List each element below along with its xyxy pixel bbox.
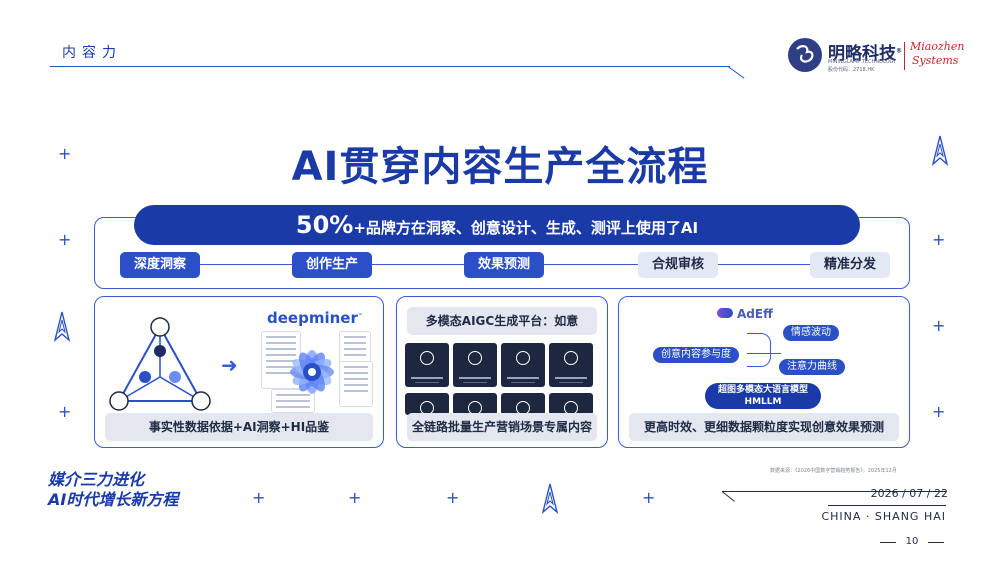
generation-caption: 全链路批量生产营销场景专属内容 [407, 413, 597, 441]
generation-tile [453, 343, 497, 387]
header-rule-tip [727, 66, 745, 79]
model-name: 超图多模态大语言模型 [717, 385, 808, 395]
insight-caption: 事实性数据依据+AI洞察+HI品鉴 [105, 413, 373, 441]
triangle-diagram [109, 317, 211, 411]
date-rule-tip [721, 491, 735, 502]
dashboard-card [271, 389, 315, 413]
generation-tile [405, 393, 449, 415]
adeff-logo: AdEff [737, 307, 773, 321]
date-rule [722, 491, 946, 492]
slogan-line2: AI时代增长新方程 [48, 490, 179, 509]
logo-en-line: MININGLAMP TECHNOLOGY [828, 59, 897, 65]
connector-line [747, 353, 781, 354]
plus-icon: + [252, 488, 266, 507]
plus-icon: + [348, 488, 362, 507]
stage-production: 创作生产 [292, 252, 372, 278]
banner-text: +品牌方在洞察、创意设计、生成、测评上使用了AI [353, 219, 699, 237]
page-number-dash [880, 542, 896, 543]
plus-icon: + [58, 402, 72, 421]
deepminer-logo: deepminer™ [267, 309, 363, 327]
logo-divider [904, 42, 905, 70]
label-engagement: 创意内容参与度 [653, 347, 739, 363]
arrow-right-icon: ➜ [221, 353, 238, 377]
partner-logo-line1: Miaozhen [910, 40, 965, 53]
generation-tile [549, 393, 593, 415]
logo-code-line: 股份代码：2718.HK [828, 67, 875, 73]
footer-city: CHINA · SHANG HAI [821, 510, 946, 523]
banner-percent: 50% [295, 211, 354, 239]
panel-insight: ➜ deepminer™ 事实性数据依据+AI洞察+HI品鉴 [94, 296, 384, 448]
plus-icon: + [932, 230, 946, 249]
company-logo: 明略科技® MININGLAMP TECHNOLOGY 股份代码：2718.HK… [788, 36, 964, 76]
stage-distribution: 精准分发 [810, 252, 890, 278]
model-box: 超图多模态大语言模型 HMLLM [705, 383, 821, 409]
generation-tile [501, 393, 545, 415]
prediction-caption: 更高时效、更细数据颗粒度实现创意效果预测 [629, 413, 899, 441]
label-attention: 注意力曲线 [779, 359, 845, 375]
page-number: 10 [905, 536, 919, 547]
adeff-logo-icon [717, 308, 733, 318]
header-rule [50, 66, 730, 67]
plus-icon: + [58, 144, 72, 163]
rocket-icon [52, 310, 72, 346]
panel-prediction: AdEff 情感波动 创意内容参与度 注意力曲线 超图多模态大语言模型 HMLL… [618, 296, 910, 448]
page-title: AI贯穿内容生产全流程 [291, 144, 709, 190]
rocket-icon [540, 482, 560, 518]
footer-date: 2026 / 07 / 22 [870, 487, 948, 500]
generation-tile [501, 343, 545, 387]
rocket-icon [930, 134, 950, 170]
logo-cn-name: 明略科技® [828, 44, 902, 64]
stage-insight: 深度洞察 [120, 252, 200, 278]
plus-icon: + [932, 316, 946, 335]
stage-prediction: 效果预测 [464, 252, 544, 278]
flow-banner: 50%+品牌方在洞察、创意设计、生成、测评上使用了AI [134, 205, 860, 245]
source-note: 数据来源：《2026中国数字营销趋势报告》，2025年12月 [770, 468, 897, 474]
date-bottom-rule [828, 505, 946, 506]
stage-compliance: 合规审核 [638, 252, 718, 278]
logo-mark-icon [788, 38, 822, 72]
slogan-line1: 媒介三力进化 [48, 470, 145, 489]
partner-logo-line2: Systems [912, 54, 959, 67]
section-label: 内容力 [62, 45, 122, 61]
flower-graphic [290, 350, 334, 394]
generation-tile [549, 343, 593, 387]
page-number-dash [928, 542, 944, 543]
plus-icon: + [58, 230, 72, 249]
generation-title: 多模态AIGC生成平台：如意 [407, 307, 597, 335]
slogan: 媒介三力进化 AI时代增长新方程 [48, 470, 198, 510]
plus-icon: + [932, 402, 946, 421]
connector-line [747, 333, 771, 367]
panel-generation: 多模态AIGC生成平台：如意 全链路批量生产营销场景专属内容 [396, 296, 608, 448]
plus-icon: + [642, 488, 656, 507]
generation-tile [405, 343, 449, 387]
label-emotion: 情感波动 [783, 325, 839, 341]
dashboard-card [339, 361, 373, 407]
plus-icon: + [446, 488, 460, 507]
generation-tile [453, 393, 497, 415]
model-abbr: HMLLM [744, 397, 782, 407]
